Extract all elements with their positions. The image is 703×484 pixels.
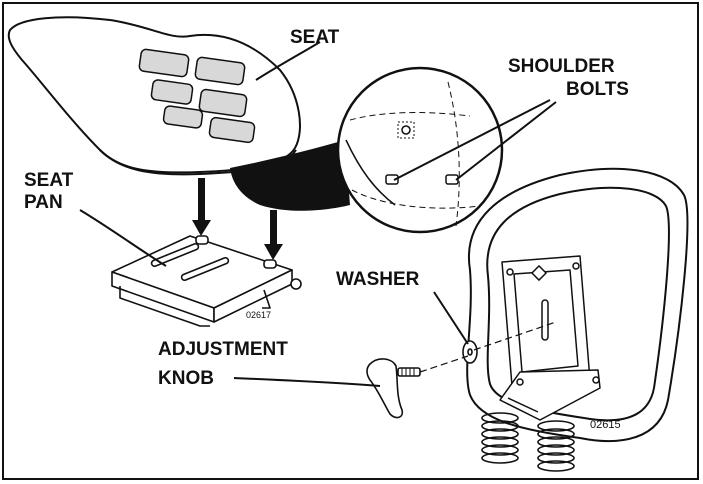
adjustment-knob-icon [366,358,421,419]
label-seat: SEAT [290,27,340,48]
label-shoulder-bolts-line2: BOLTS [566,79,629,100]
down-arrows [192,178,283,260]
shoulder-bolt-icon [385,174,459,185]
seat-pan-illustration [111,235,302,327]
label-adjustment-knob-line2: KNOB [158,368,214,389]
label-shoulder-bolts-line1: SHOULDER [508,56,615,77]
leader-lines [79,41,557,387]
spring-icon [481,412,519,464]
figure-code-seat-assembly: 02615 [590,419,621,431]
magnified-detail [336,66,504,234]
seat-illustration [7,16,301,176]
magnifier-cone [230,140,350,211]
label-seat-pan-line1: SEAT [24,170,74,191]
label-washer: WASHER [336,269,420,290]
spring-icon [537,420,575,472]
label-adjustment-knob-line1: ADJUSTMENT [158,339,288,360]
washer-icon [462,340,478,364]
seat-back-illustration [466,167,689,443]
label-seat-pan-line2: PAN [24,192,63,213]
figure-code-pan: 02617 [246,310,271,320]
alignment-line [419,321,557,373]
